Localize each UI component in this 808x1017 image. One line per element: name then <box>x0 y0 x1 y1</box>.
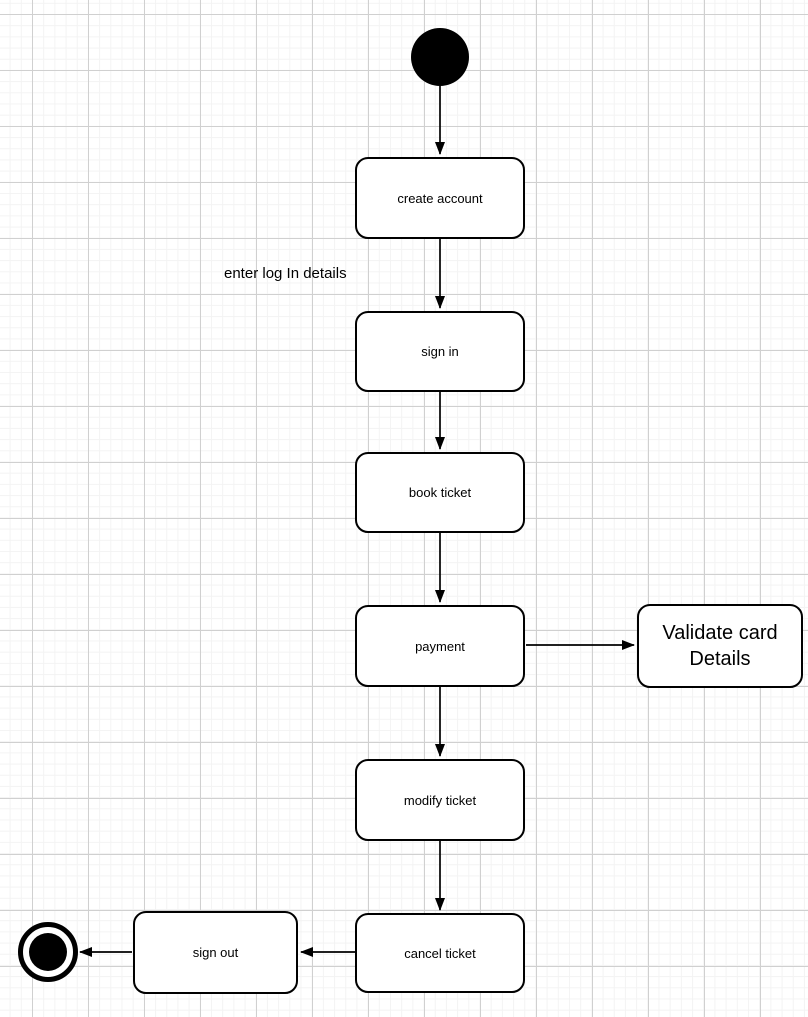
initial-node[interactable] <box>411 28 469 86</box>
activity-sign-in-label: sign in <box>421 344 459 359</box>
activity-cancel-ticket[interactable]: cancel ticket <box>355 913 525 993</box>
activity-create-account-label: create account <box>397 190 483 206</box>
activity-modify-ticket[interactable]: modify ticket <box>355 759 525 841</box>
activity-modify-ticket-label: modify ticket <box>403 792 477 808</box>
activity-sign-out[interactable]: sign out <box>133 911 298 994</box>
activity-book-ticket-label: book ticket <box>408 485 472 500</box>
activity-sign-out-label: sign out <box>192 945 239 960</box>
activity-validate-card-details-label: Validate card Details <box>662 622 778 670</box>
activity-payment-label: payment <box>415 638 465 654</box>
activity-create-account[interactable]: create account <box>355 157 525 239</box>
activity-cancel-ticket-label: cancel ticket <box>404 945 476 961</box>
activity-book-ticket[interactable]: book ticket <box>355 452 525 533</box>
activity-payment[interactable]: payment <box>355 605 525 687</box>
final-node-core <box>29 933 67 971</box>
edge-label-enter-login-details: enter log In details <box>224 265 347 282</box>
activity-sign-in[interactable]: sign in <box>355 311 525 392</box>
final-node[interactable] <box>18 922 78 982</box>
activity-validate-card-details[interactable]: Validate card Details <box>637 604 803 688</box>
